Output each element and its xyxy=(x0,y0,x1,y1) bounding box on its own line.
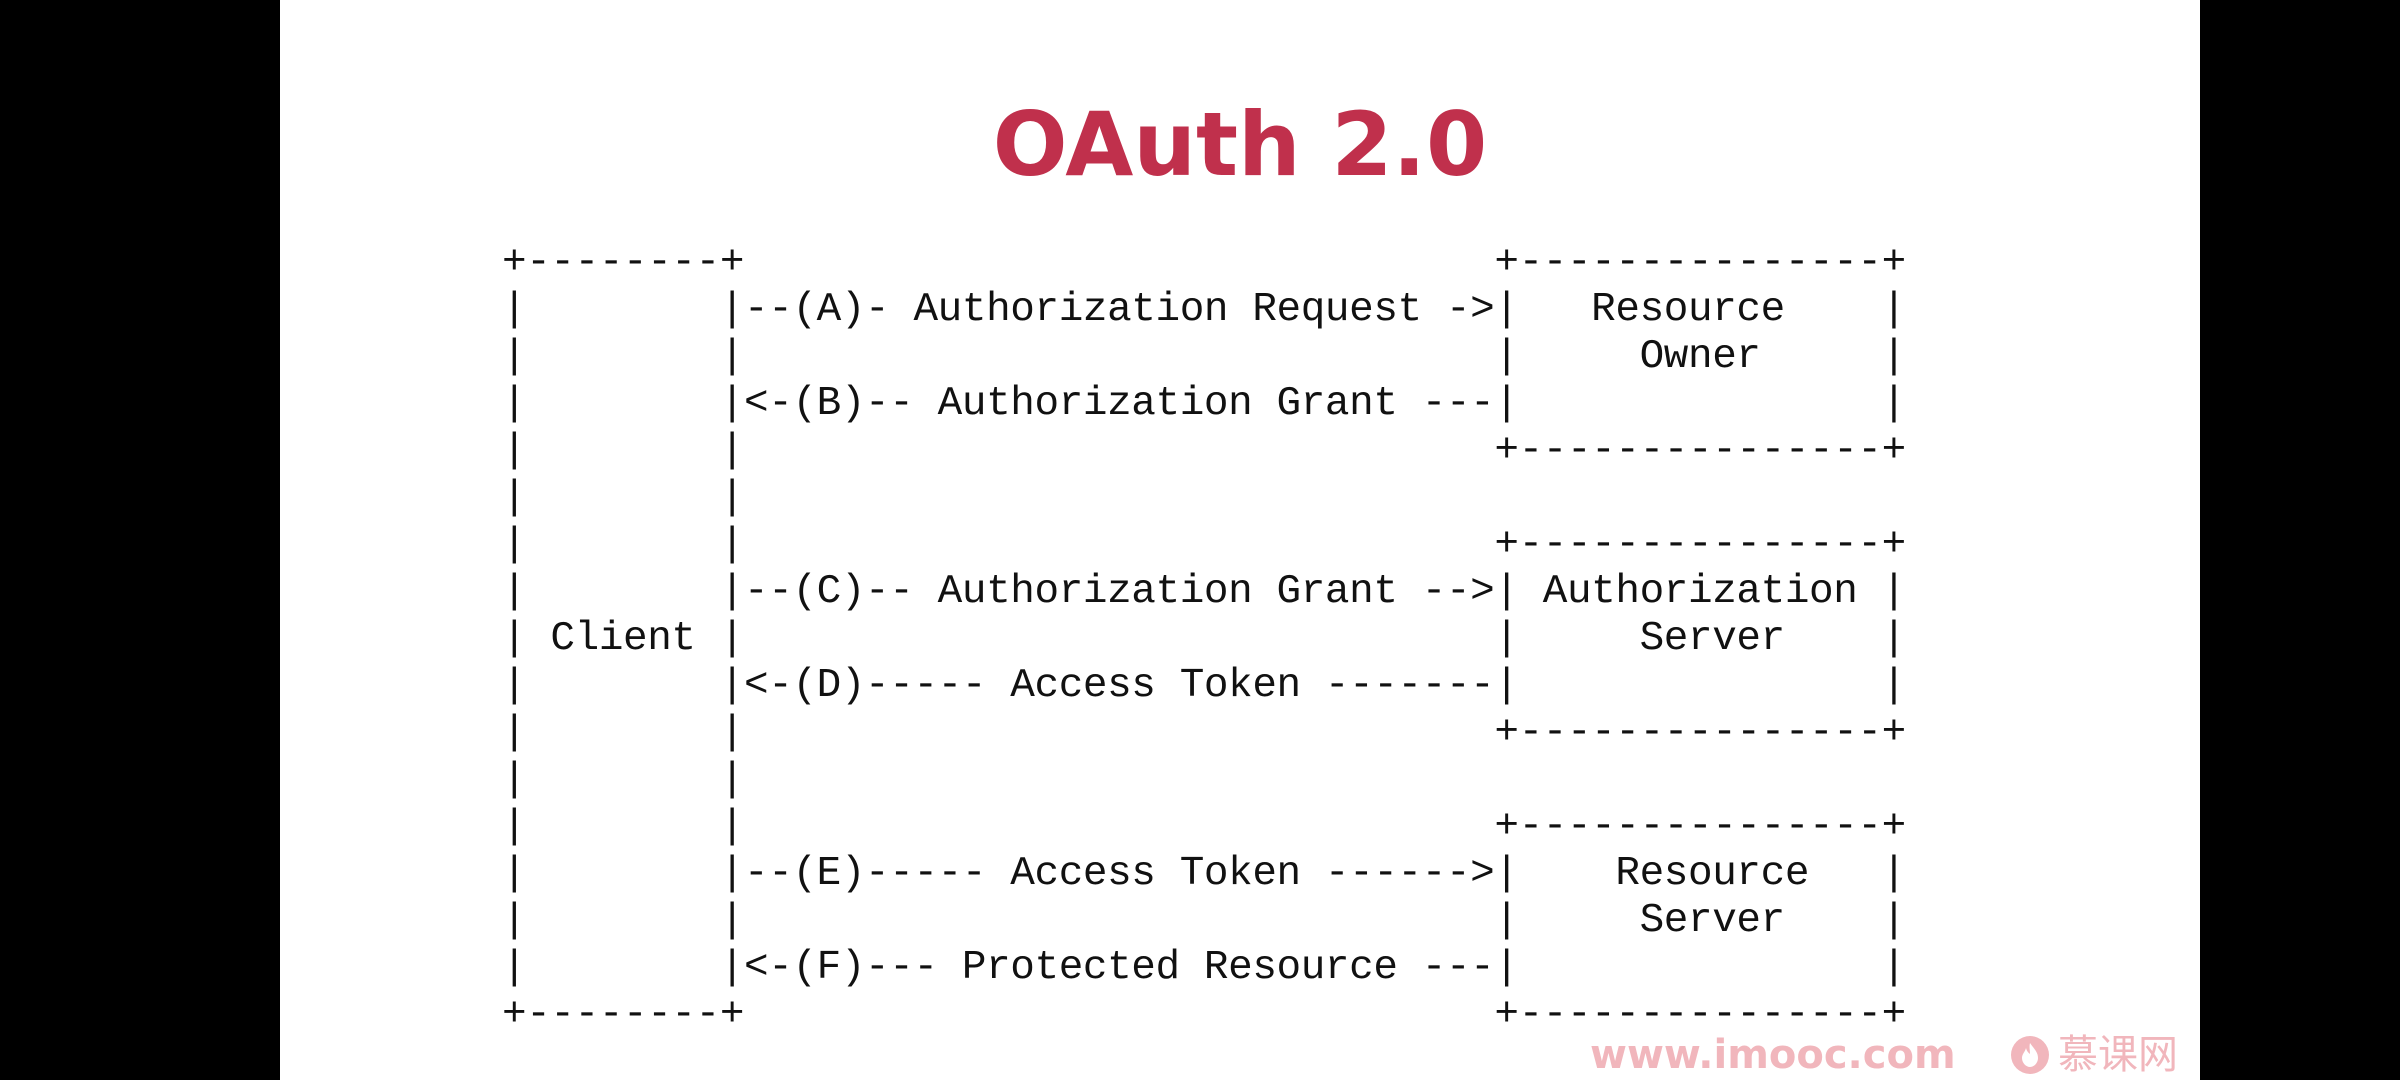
flame-icon xyxy=(2011,1036,2049,1074)
diagram-line: | | xyxy=(502,475,745,521)
diagram-line: | |--(A)- Authorization Request ->| Reso… xyxy=(502,287,1906,333)
watermark-brand: 慕课网 xyxy=(2058,1032,2178,1078)
diagram-line: | |--(C)-- Authorization Grant -->| Auth… xyxy=(502,569,1906,615)
diagram-line: | | xyxy=(502,757,745,803)
diagram-line: | | | Owner | xyxy=(502,334,1906,380)
diagram-line: | | | Server | xyxy=(502,898,1906,944)
oauth-flow-diagram: +--------+ +---------------+| |--(A)- Au… xyxy=(502,240,1906,1039)
page-title: OAuth 2.0 xyxy=(992,93,1488,196)
diagram-line: | |<-(D)----- Access Token -------| | xyxy=(502,663,1906,709)
diagram-line: | | +---------------+ xyxy=(502,522,1906,568)
diagram-line: | | +---------------+ xyxy=(502,710,1906,756)
slide: OAuth 2.0 +--------+ +---------------+| … xyxy=(280,0,2200,1080)
diagram-line: | |--(E)----- Access Token ------>| Reso… xyxy=(502,851,1906,897)
diagram-line: +--------+ +---------------+ xyxy=(502,240,1906,286)
watermark-url: www.imooc.com xyxy=(1590,1032,1956,1078)
diagram-line: | | +---------------+ xyxy=(502,804,1906,850)
diagram-line: | |<-(B)-- Authorization Grant ---| | xyxy=(502,381,1906,427)
diagram-line: | |<-(F)--- Protected Resource ---| | xyxy=(502,945,1906,991)
diagram-line: | Client | | Server | xyxy=(502,616,1906,662)
diagram-line: | | +---------------+ xyxy=(502,428,1906,474)
watermark-logo: 慕课网 xyxy=(2010,1030,2178,1080)
diagram-line: +--------+ +---------------+ xyxy=(502,992,1906,1038)
